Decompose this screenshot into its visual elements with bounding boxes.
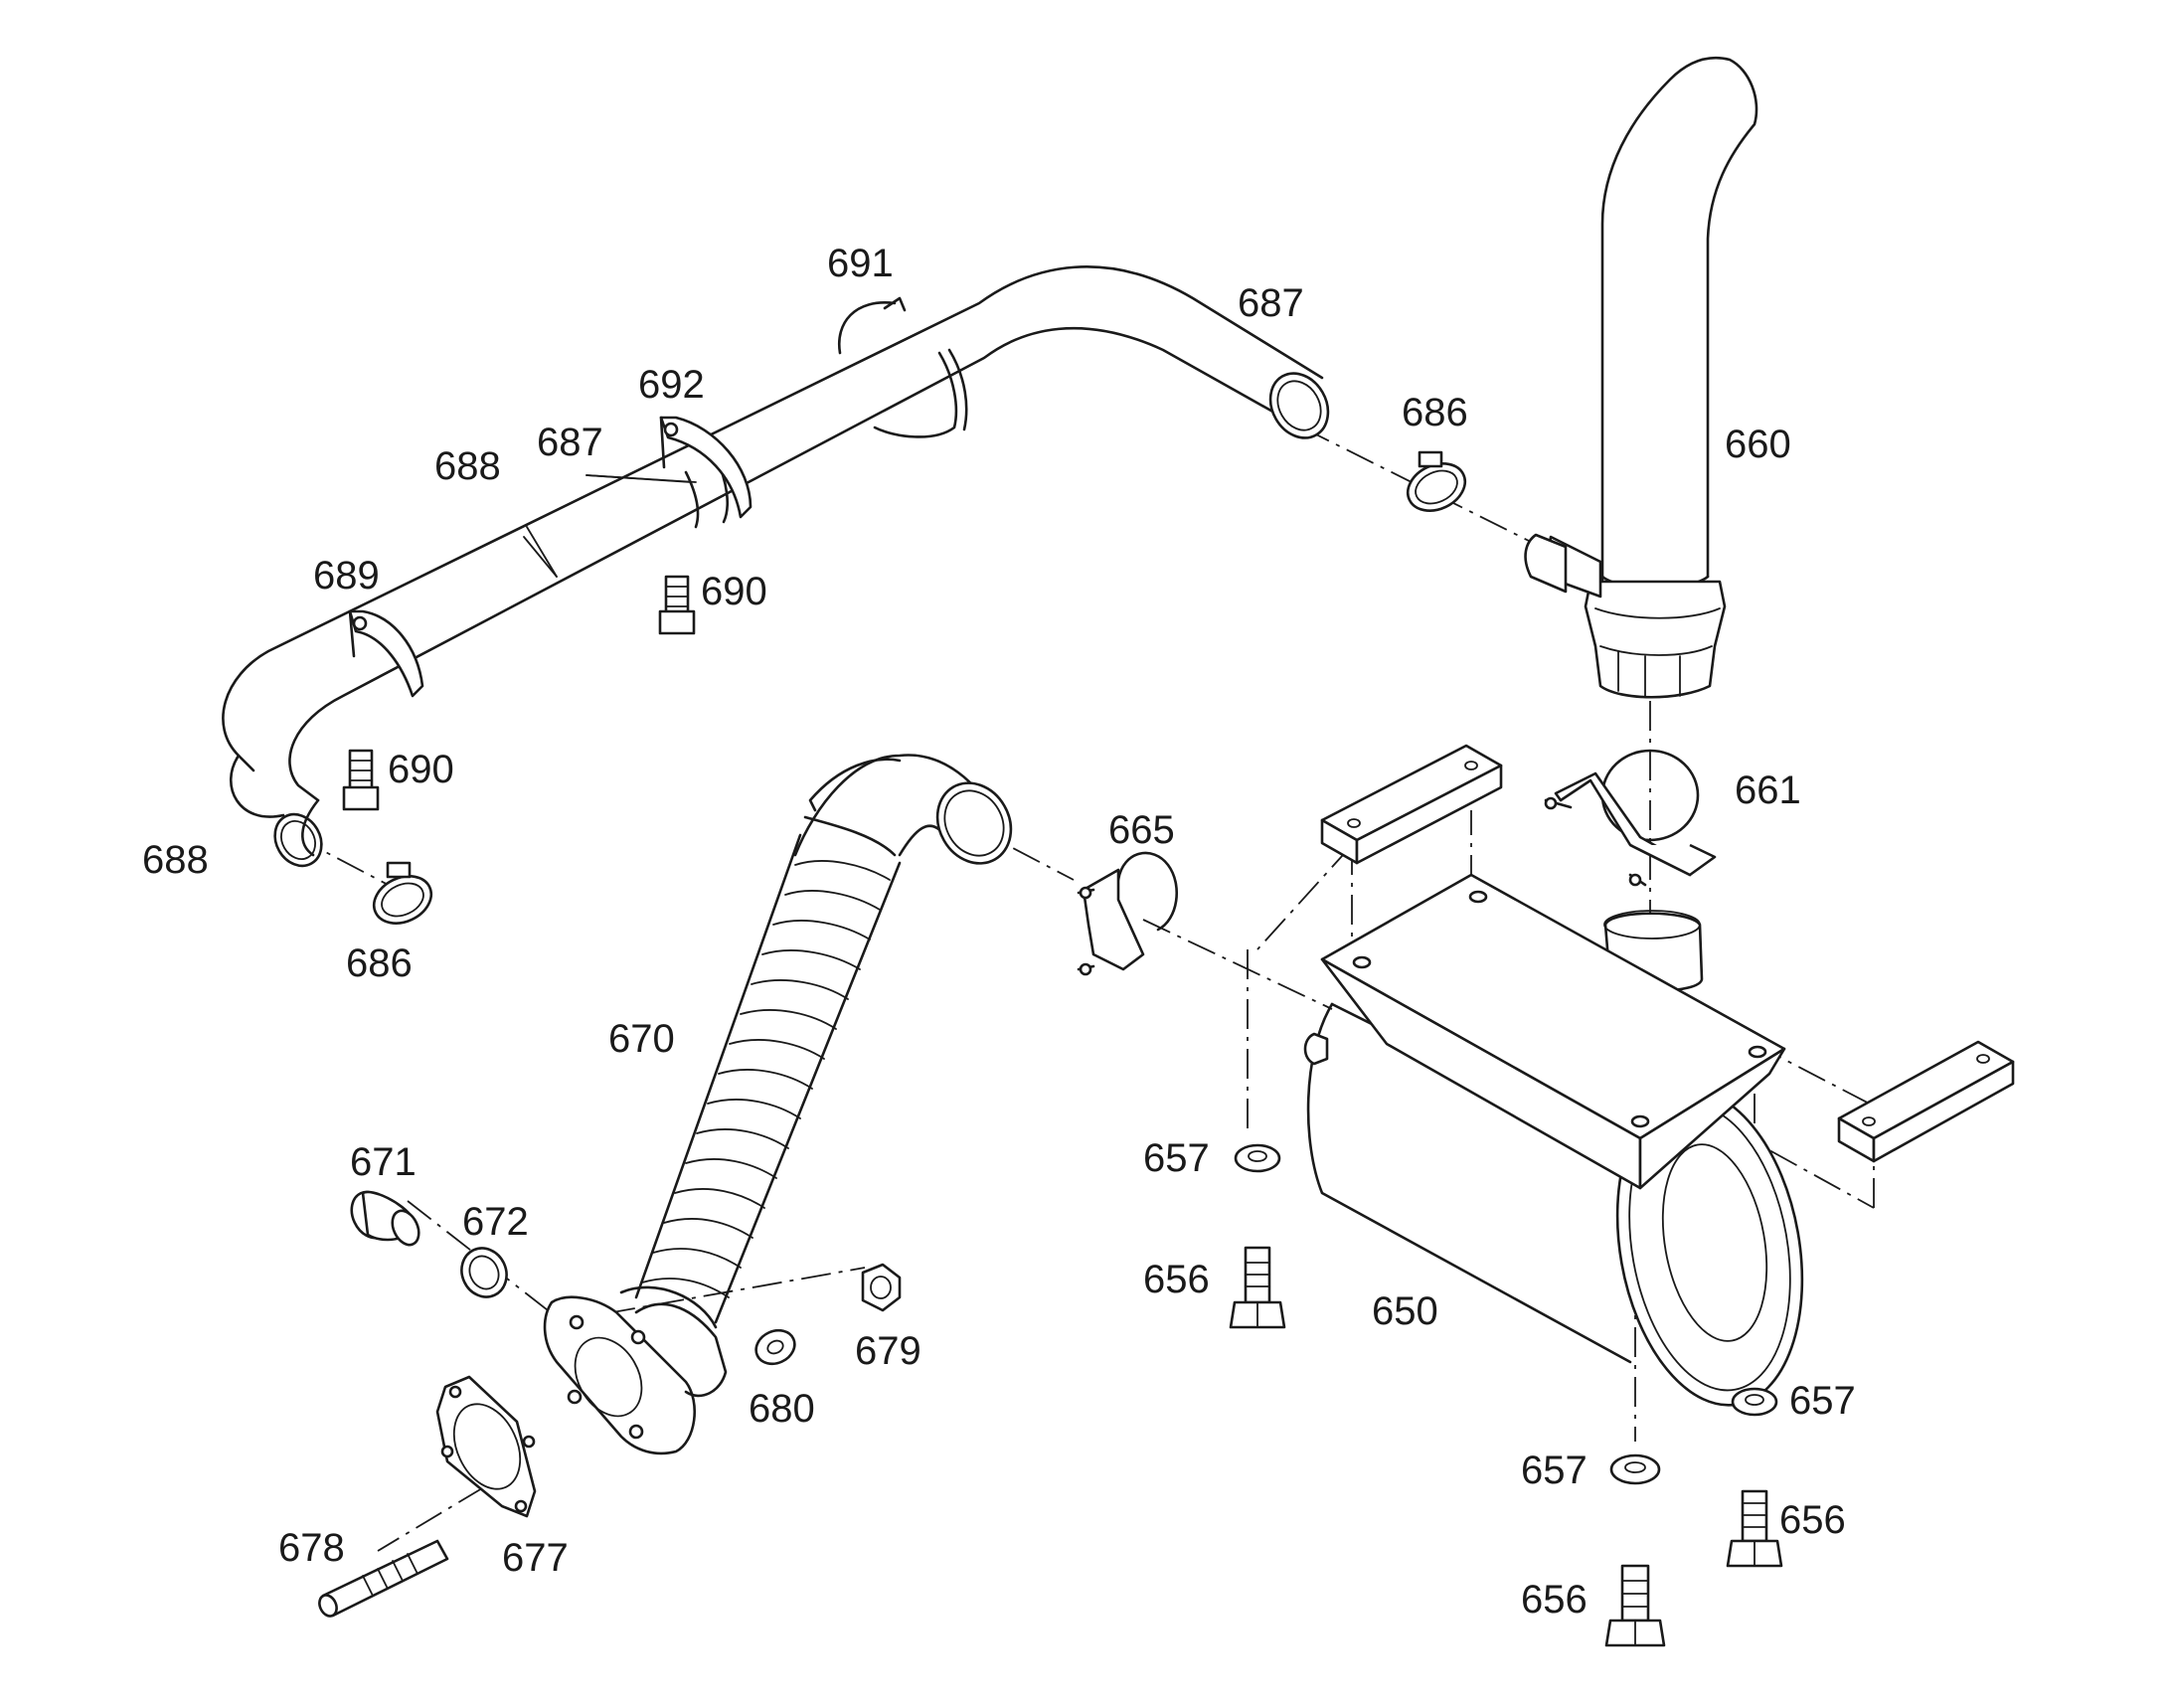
clamp-665: [1077, 851, 1179, 976]
flex-pipe-670: [543, 754, 1013, 1455]
leader-lines: [523, 474, 692, 578]
label-665: 665: [1108, 808, 1175, 852]
label-690-lower: 690: [388, 748, 454, 791]
label-678: 678: [278, 1526, 345, 1570]
washer-657-c: [1609, 1453, 1661, 1485]
label-690-upper: 690: [701, 570, 767, 613]
hose-clamp-686-left: [372, 861, 433, 925]
washer-657-a: [1234, 1143, 1281, 1173]
label-677: 677: [502, 1536, 569, 1580]
label-687-sleeve: 687: [537, 421, 603, 464]
label-657-left: 657: [1143, 1136, 1210, 1180]
label-657-right: 657: [1789, 1379, 1856, 1423]
muffler-650: [1303, 873, 1804, 1407]
exhaust-pipe-assembly: [222, 265, 1330, 868]
label-688-upper: 688: [434, 444, 501, 488]
label-656-bottom: 656: [1521, 1578, 1588, 1622]
mount-pad-upper: [1320, 744, 1503, 865]
label-692: 692: [638, 363, 705, 407]
seal-ring-672: [460, 1247, 508, 1298]
label-691: 691: [827, 242, 894, 285]
label-688-lower: 688: [142, 838, 209, 882]
bolt-656-c: [1604, 1564, 1666, 1647]
gasket-677: [435, 1375, 537, 1518]
label-689: 689: [313, 554, 380, 598]
label-686-right: 686: [1402, 391, 1468, 434]
bolt-656-a: [1229, 1246, 1286, 1329]
tailpipe-660: [1524, 56, 1758, 699]
mount-pad-right: [1837, 1040, 2015, 1163]
label-679: 679: [855, 1329, 921, 1373]
clamp-689: [348, 609, 424, 698]
strap-clamp-691: [837, 296, 968, 438]
label-657-bottom: 657: [1521, 1449, 1588, 1492]
clamp-692: [659, 416, 752, 519]
label-660: 660: [1725, 423, 1791, 466]
washer-680: [754, 1328, 796, 1366]
label-656-right: 656: [1779, 1498, 1846, 1542]
label-686-left: 686: [346, 941, 413, 985]
hose-clamp-686-right: [1406, 450, 1467, 512]
label-650: 650: [1372, 1289, 1438, 1333]
plug-671: [350, 1190, 420, 1247]
bolt-656-b: [1726, 1489, 1783, 1568]
part-labels: 691 687 692 687 688 689 690 690 688 686 …: [142, 242, 1856, 1622]
bolt-690-lower: [342, 749, 380, 811]
label-687-top: 687: [1238, 281, 1304, 325]
label-670: 670: [608, 1017, 675, 1061]
stud-678: [318, 1539, 449, 1618]
bolt-690-upper: [658, 575, 696, 635]
label-656-left: 656: [1143, 1258, 1210, 1301]
label-671: 671: [350, 1140, 417, 1184]
label-672: 672: [462, 1200, 529, 1244]
nut-679: [861, 1263, 902, 1312]
clamp-661: [1544, 749, 1717, 887]
washer-657-b: [1731, 1387, 1778, 1417]
label-680: 680: [749, 1387, 815, 1431]
label-661: 661: [1735, 769, 1801, 812]
